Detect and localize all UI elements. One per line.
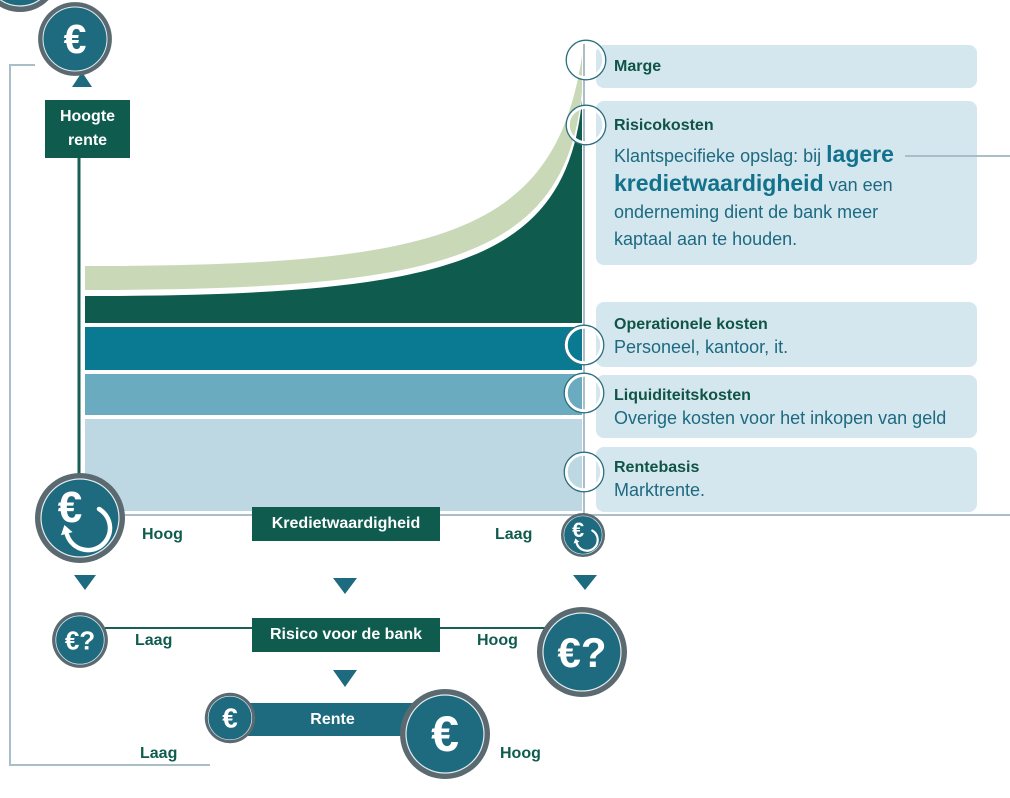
down-arrow-icon bbox=[573, 575, 597, 590]
liquiditeitskosten-description: Overige kosten voor het inkopen van geld bbox=[614, 408, 947, 428]
rente-box: Rente bbox=[245, 703, 420, 736]
icon-ring bbox=[52, 612, 108, 668]
icon-face bbox=[42, 6, 108, 72]
euro-cycle-icon: € bbox=[35, 473, 125, 563]
rentebasis-title: Rentebasis bbox=[614, 459, 700, 476]
icon-face bbox=[0, 0, 41, 7]
euro-question-icon: €? bbox=[52, 612, 108, 668]
icon-face bbox=[542, 612, 622, 692]
risicokosten-text-before: Klantspecifieke opslag: bij bbox=[614, 146, 822, 166]
cycle-arrow bbox=[64, 506, 113, 553]
euro-question-glyph: €? bbox=[65, 625, 95, 655]
icon-ring bbox=[35, 473, 125, 563]
euro-icon: € bbox=[38, 2, 112, 76]
euro-glyph: € bbox=[64, 16, 87, 62]
up-arrow-icon bbox=[72, 72, 92, 87]
rente-right-label: Hoog bbox=[500, 745, 541, 762]
operationele-kosten-panel: Operationele kosten Personeel, kantoor, … bbox=[596, 302, 977, 367]
outline-bracket bbox=[9, 64, 210, 766]
icon-ring bbox=[560, 512, 606, 558]
kredietwaardigheid-box: Kredietwaardigheid bbox=[252, 507, 440, 541]
risicokosten-emphasis: lagere kredietwaardigheid bbox=[614, 141, 894, 196]
kredietwaardigheid-right-label: Laag bbox=[495, 526, 533, 543]
cycle-arrow bbox=[575, 529, 599, 552]
partial-euro-icon bbox=[0, 0, 49, 12]
down-arrow-icon bbox=[333, 578, 357, 594]
icon-face bbox=[563, 515, 603, 555]
risicokosten-panel: Risicokosten Klantspecifieke opslag: bij… bbox=[596, 101, 977, 265]
risico-right-label: Hoog bbox=[477, 632, 518, 649]
liquiditeitskosten-title: Liquiditeitskosten bbox=[614, 387, 751, 404]
layer-marge bbox=[85, 56, 582, 290]
y-axis-label: Hoogte rente bbox=[45, 100, 130, 158]
down-arrow-icon bbox=[74, 575, 96, 590]
down-arrow-icon bbox=[333, 670, 357, 687]
operationele-kosten-title: Operationele kosten bbox=[614, 316, 768, 333]
cycle-arrow-head bbox=[60, 525, 73, 536]
euro-glyph: € bbox=[222, 703, 238, 734]
liquiditeitskosten-panel: Liquiditeitskosten Overige kosten voor h… bbox=[596, 375, 977, 438]
risicokosten-text-after: van een onderneming dient de bank meer k… bbox=[614, 175, 893, 249]
icon-face bbox=[40, 478, 120, 558]
euro-glyph: € bbox=[58, 483, 82, 532]
icon-ring bbox=[0, 0, 49, 12]
risicokosten-description: Klantspecifieke opslag: bij lagere kredi… bbox=[614, 141, 924, 253]
risico-box: Risico voor de bank bbox=[252, 618, 440, 652]
rente-left-label: Laag bbox=[140, 745, 178, 762]
marge-title: Marge bbox=[614, 57, 662, 75]
marge-panel: Marge bbox=[596, 45, 977, 88]
icon-ring bbox=[537, 607, 627, 697]
icon-ring bbox=[38, 2, 112, 76]
kredietwaardigheid-left-label: Hoog bbox=[142, 526, 183, 543]
risicokosten-title: Risicokosten bbox=[614, 117, 714, 134]
layer-rentebasis bbox=[85, 419, 582, 511]
risico-left-label: Laag bbox=[135, 632, 173, 649]
layer-operationele-kosten bbox=[85, 327, 582, 370]
icon-face bbox=[55, 615, 105, 665]
euro-question-glyph: €? bbox=[557, 629, 606, 676]
layer-liquiditeitskosten bbox=[85, 374, 582, 415]
euro-cycle-icon: € bbox=[560, 512, 606, 558]
cycle-arrow-head bbox=[573, 538, 580, 544]
rentebasis-panel: Rentebasis Marktrente. bbox=[596, 447, 977, 512]
euro-question-icon: €? bbox=[537, 607, 627, 697]
euro-glyph: € bbox=[572, 517, 584, 542]
layer-risicokosten bbox=[85, 100, 582, 323]
euro-glyph: € bbox=[431, 706, 459, 762]
operationele-kosten-description: Personeel, kantoor, it. bbox=[614, 337, 789, 357]
rentebasis-description: Marktrente. bbox=[614, 480, 706, 500]
